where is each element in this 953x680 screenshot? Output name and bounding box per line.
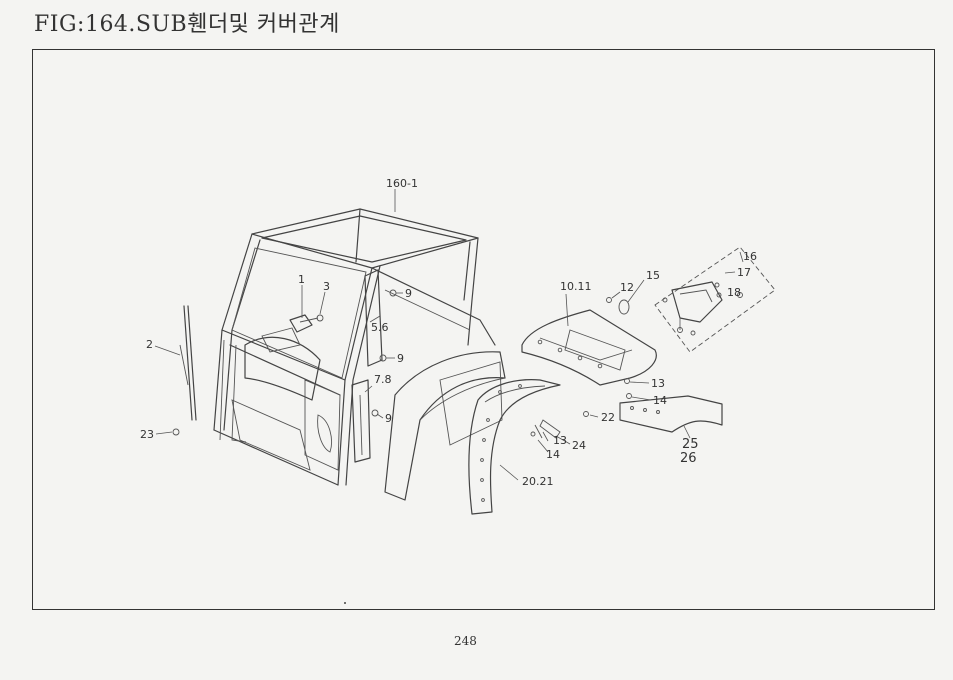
callout-14-lower: 14 <box>546 448 560 461</box>
callout-17: 17 <box>737 266 751 279</box>
figure-title: FIG:164.SUB휀더및 커버관계 <box>34 12 340 37</box>
callout-12: 12 <box>620 281 634 294</box>
callout-23: 23 <box>140 428 154 441</box>
bracket-plate <box>619 393 723 433</box>
callout-9-middle: 9 <box>397 352 404 365</box>
callout-160-1: 160-1 <box>386 177 418 190</box>
page-number: 248 <box>454 634 477 648</box>
callout-3: 3 <box>323 280 330 293</box>
callout-1: 1 <box>298 273 305 286</box>
callout-10-11: 10.11 <box>560 280 592 293</box>
callout-9-upper: 9 <box>405 287 412 300</box>
callout-13-lower: 13 <box>553 434 567 447</box>
callout-18: 18 <box>727 286 741 299</box>
lamp-unit <box>654 246 776 353</box>
callout-14-upper: 14 <box>653 394 667 407</box>
callout-9-lower: 9 <box>385 412 392 425</box>
callout-2: 2 <box>146 338 153 351</box>
stray-mark <box>344 602 346 604</box>
callout-16: 16 <box>743 250 757 263</box>
callout-26: 26 <box>680 451 697 466</box>
callout-7-8: 7.8 <box>374 373 392 386</box>
callout-13-upper: 13 <box>651 377 665 390</box>
callout-25: 25 <box>682 437 699 452</box>
fender-panel <box>521 297 657 386</box>
callout-20-21: 20.21 <box>522 475 554 488</box>
callout-5-6: 5.6 <box>371 321 389 334</box>
callout-15: 15 <box>646 269 660 282</box>
cab-assembly <box>172 208 506 501</box>
callout-22: 22 <box>601 411 615 424</box>
callout-24: 24 <box>572 439 586 452</box>
fender <box>468 379 589 515</box>
diagram-frame <box>32 49 935 610</box>
